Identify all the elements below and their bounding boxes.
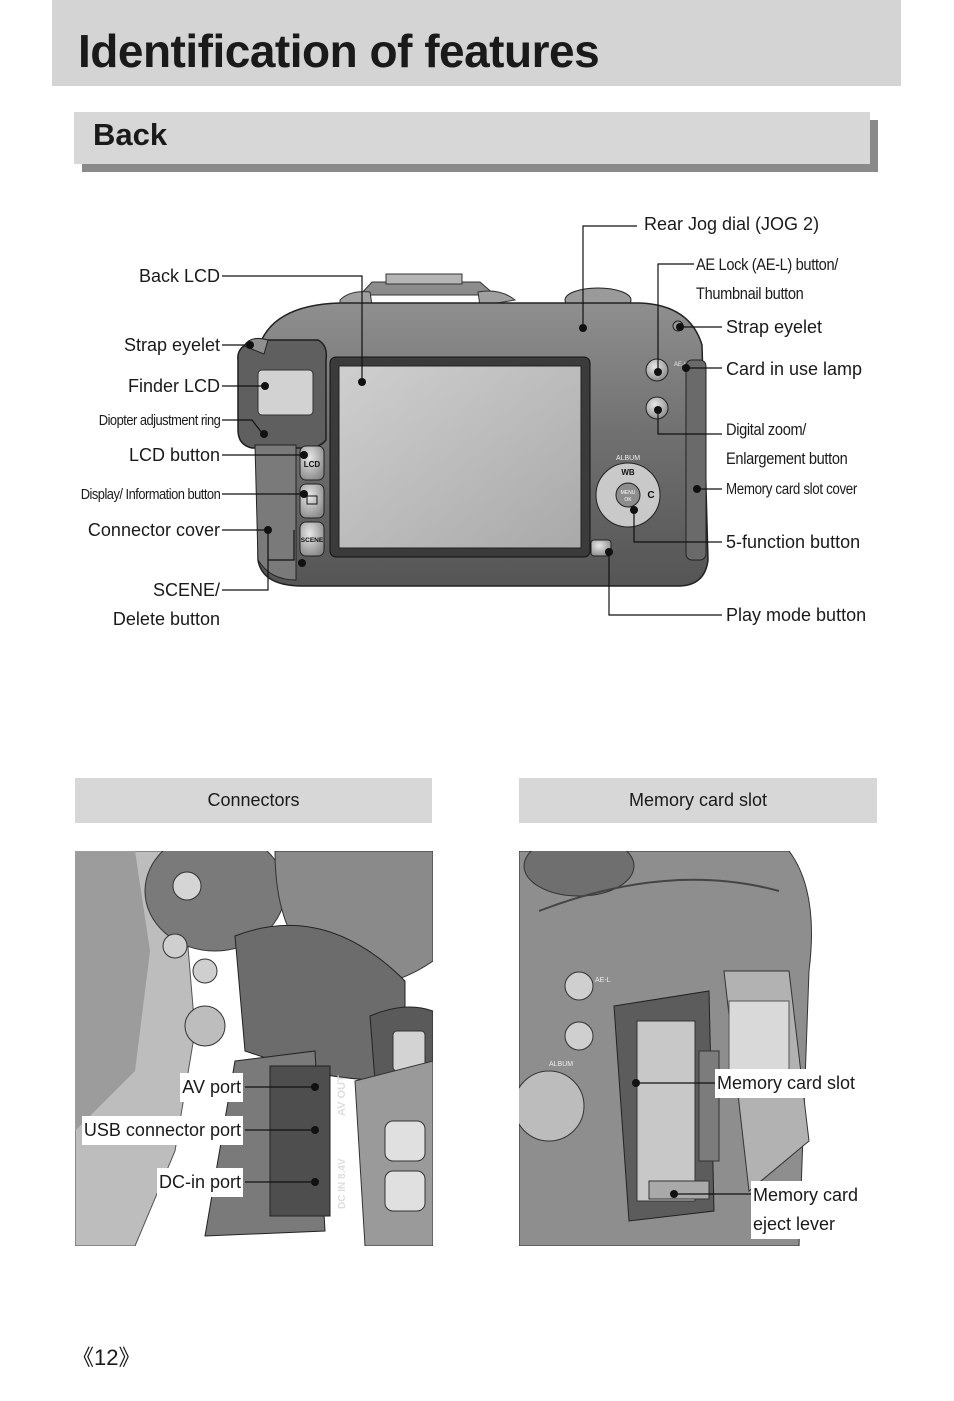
page-number: 《12》 — [72, 1345, 141, 1370]
dc-in-marking: DC IN 8.4V — [337, 1158, 348, 1209]
label-strap-eyelet-right: Strap eyelet — [726, 317, 823, 337]
album-marking-card: ALBUM — [549, 1061, 573, 1068]
label-enlargement-button: Enlargement button — [726, 449, 848, 468]
section-title: Back — [93, 117, 168, 152]
label-five-function-button: 5-function button — [726, 532, 861, 552]
header-band — [52, 0, 901, 86]
label-scene: SCENE/ — [152, 580, 220, 600]
label-eject-lever-1: Memory card — [751, 1181, 861, 1210]
label-rear-jog-dial: Rear Jog dial (JOG 2) — [644, 214, 820, 234]
label-diopter-ring: Diopter adjustment ring — [98, 412, 220, 429]
label-back-lcd: Back LCD — [138, 266, 220, 286]
label-thumbnail-button: Thumbnail button — [696, 284, 804, 303]
label-ae-lock: AE Lock (AE-L) button/ — [696, 255, 838, 274]
scene-marking: SCENE — [301, 537, 324, 544]
connectors-photo: AV OUT DC IN 8.4V — [75, 851, 433, 1246]
label-lcd-button: LCD button — [128, 445, 220, 465]
page-title: Identification of features — [78, 25, 600, 77]
label-finder-lcd: Finder LCD — [127, 376, 220, 396]
connectors-heading: Connectors — [75, 778, 432, 823]
camera-back-illustration: LCD SCENE AE-L ALBUM WB MENU OK C — [222, 225, 722, 616]
label-digital-zoom: Digital zoom/ — [726, 420, 807, 439]
label-delete-button: Delete button — [112, 609, 220, 629]
label-av-port: AV port — [180, 1073, 243, 1102]
label-card-in-use-lamp: Card in use lamp — [726, 359, 863, 379]
label-memory-card-slot: Memory card slot — [715, 1069, 858, 1098]
label-strap-eyelet-left: Strap eyelet — [123, 335, 220, 355]
wb-marking: WB — [621, 468, 635, 477]
label-connector-cover: Connector cover — [87, 520, 220, 540]
av-out-marking: AV OUT — [336, 1075, 348, 1116]
memory-card-heading: Memory card slot — [519, 778, 877, 823]
lcd-marking: LCD — [304, 460, 321, 469]
label-memory-card-slot-cover: Memory card slot cover — [726, 481, 857, 498]
label-dc-in-port: DC-in port — [156, 1168, 243, 1197]
menu-marking: MENU — [621, 490, 636, 496]
section-title-box — [74, 112, 870, 164]
ok-marking: OK — [624, 497, 632, 503]
label-play-mode-button: Play mode button — [726, 605, 867, 625]
label-usb-port: USB connector port — [81, 1116, 243, 1145]
label-display-info-button: Display/ Information button — [80, 486, 220, 503]
ae-l-marking-card: AE-L — [595, 977, 611, 984]
label-eject-lever-2: eject lever — [751, 1210, 838, 1239]
ae-l-marking: AE-L — [674, 362, 688, 368]
c-marking: C — [647, 490, 654, 501]
album-marking: ALBUM — [616, 455, 640, 462]
